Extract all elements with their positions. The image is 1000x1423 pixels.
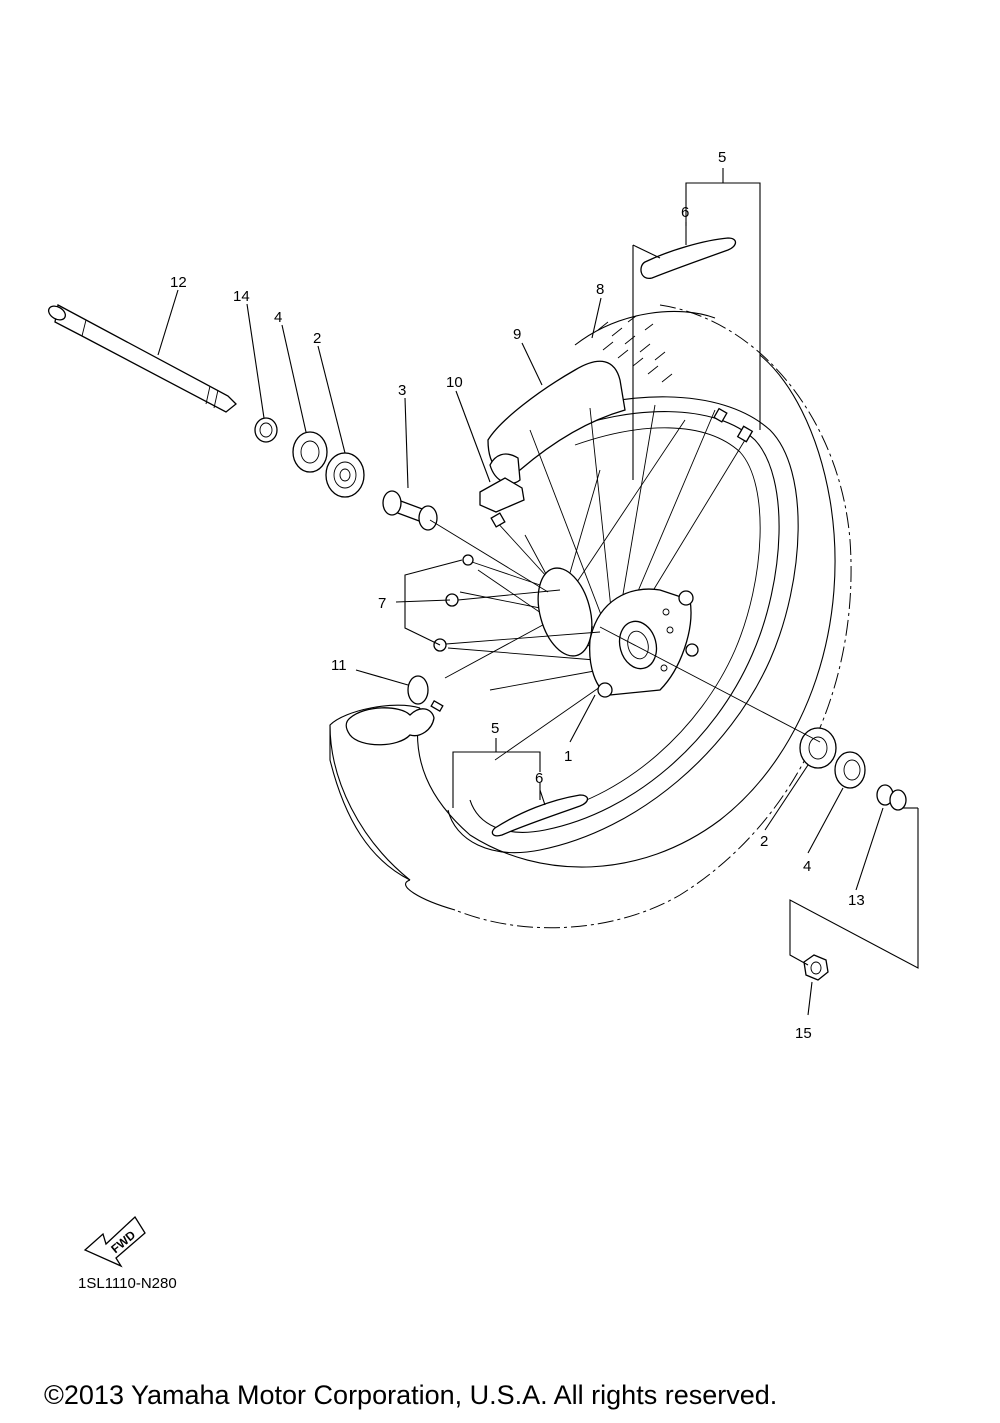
rim-band-lower-drawing	[491, 794, 589, 837]
callout-5-top: 5	[718, 149, 726, 166]
tire-drawing	[329, 304, 852, 929]
collar-left-drawing	[254, 417, 278, 443]
rim-drawing	[447, 396, 799, 854]
callout-13: 13	[848, 892, 865, 909]
callout-1: 1	[564, 748, 572, 765]
callout-10: 10	[446, 374, 463, 391]
callout-5-bottom: 5	[491, 720, 499, 737]
callout-6-top: 6	[681, 204, 689, 221]
bearing-right-drawing	[799, 727, 837, 769]
collar-right-drawing	[876, 784, 907, 811]
callout-14: 14	[233, 288, 250, 305]
fwd-arrow-icon: FWD	[83, 1215, 146, 1268]
callout-11: 11	[331, 657, 347, 674]
callout-7: 7	[378, 595, 386, 612]
rim-band-upper-drawing	[640, 237, 737, 279]
hub-drawing	[537, 567, 699, 698]
callouts: 5 6 12 14 8 4 9 2 10 3 7 11 5 1 6 2 4 13…	[170, 149, 865, 1042]
callout-3: 3	[398, 382, 406, 399]
oil-seal-right-drawing	[834, 751, 866, 789]
front-axle-drawing	[47, 304, 237, 413]
callout-2-left: 2	[313, 330, 321, 347]
callout-6-bottom: 6	[535, 770, 543, 787]
inner-tube-drawing	[345, 675, 444, 746]
rim-lock-drawing	[479, 477, 525, 513]
axle-nut-drawing	[803, 954, 829, 981]
callout-2-right: 2	[760, 833, 768, 850]
rim-tape-drawing	[487, 360, 626, 485]
callout-4-left: 4	[274, 309, 282, 326]
callout-12: 12	[170, 274, 187, 291]
leader-lines	[157, 168, 919, 1016]
callout-8: 8	[596, 281, 604, 298]
bearing-left-drawing	[325, 452, 365, 498]
callout-4-right: 4	[803, 858, 811, 875]
callout-15: 15	[795, 1025, 812, 1042]
callout-9: 9	[513, 326, 521, 343]
spacer-drawing	[382, 490, 438, 531]
copyright-notice: ©2013 Yamaha Motor Corporation, U.S.A. A…	[44, 1380, 777, 1410]
diagram-code: 1SL1110-N280	[78, 1275, 177, 1292]
oil-seal-left-drawing	[292, 431, 328, 473]
